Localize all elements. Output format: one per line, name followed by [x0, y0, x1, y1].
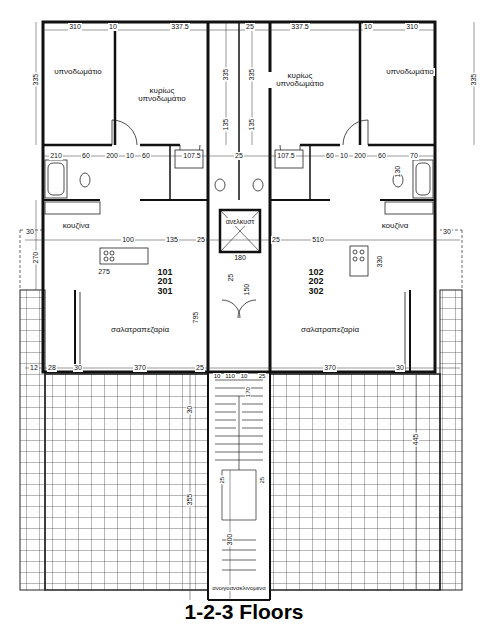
dimension-label: 10: [363, 23, 373, 30]
dimension-label: 30: [186, 405, 193, 415]
dimension-label: 30: [395, 364, 405, 371]
dimension-label: 337.5: [290, 23, 310, 30]
dimension-label: 25: [195, 364, 205, 371]
dimension-label: 100: [121, 236, 135, 243]
dimension-label: 28: [47, 364, 57, 371]
room-name: σαλατραπεζαρία: [110, 326, 170, 334]
dimension-label: 25: [234, 152, 244, 159]
dimension-label: 30: [25, 228, 35, 235]
terrace: [20, 230, 462, 590]
room-name: υπνοδωμάτιο: [385, 68, 435, 76]
dimension-label: 135: [165, 236, 179, 243]
dimension-label: 355: [186, 493, 193, 507]
dimension-label: 335: [248, 68, 255, 82]
dimension-label: 10: [125, 152, 135, 159]
caption: 1-2-3 Floors: [184, 600, 303, 624]
dimension-label: 180: [233, 254, 247, 261]
dimension-label: 10: [339, 152, 349, 159]
dimension-label: 12: [29, 364, 39, 371]
dimension-label: 370: [323, 364, 337, 371]
dimension-label: 25: [227, 273, 234, 283]
dimension-label: 70: [409, 152, 419, 159]
room-name: κυρίως υπνοδωμάτιο: [268, 72, 332, 89]
dimension-label: 370: [133, 364, 147, 371]
dimension-label: 270: [32, 251, 39, 265]
dimension-label: 310: [68, 23, 82, 30]
dimension-label: 107.5: [276, 152, 296, 159]
room-name: σαλατραπεζαρία: [300, 326, 360, 334]
stairs: [215, 380, 263, 570]
dimension-label: 60: [377, 152, 387, 159]
dimension-label: 30: [442, 228, 452, 235]
dimension-label: 510: [311, 236, 325, 243]
dimension-label: 275: [97, 268, 111, 275]
dimension-label: 335: [32, 73, 39, 87]
dimension-label: ανελκυστ: [225, 218, 256, 225]
dimension-label: 130: [394, 165, 401, 179]
dimension-label: 60: [325, 152, 335, 159]
dimension-label: 25: [271, 236, 281, 243]
dimension-label: 25: [219, 476, 225, 485]
dimension-label: 445: [412, 433, 419, 447]
dimension-label: 795: [192, 311, 199, 325]
fixtures: [45, 150, 433, 276]
dimension-label: 200: [353, 152, 367, 159]
dimension-label: 25: [245, 23, 255, 30]
unit-number: 102 202 302: [305, 268, 327, 296]
dimension-label: 335: [222, 68, 229, 82]
dimension-label: 25: [259, 476, 265, 485]
dimension-label: 135: [248, 118, 255, 132]
dimension-lines: [25, 22, 474, 600]
dimension-label: 150: [243, 283, 250, 297]
dimension-label: 60: [141, 152, 151, 159]
dimension-label: 25: [258, 373, 267, 379]
dimension-label: 10: [240, 373, 249, 379]
dimension-label: 60: [81, 152, 91, 159]
dimension-label: 300: [226, 533, 233, 547]
unit-number: 101 201 301: [154, 268, 176, 296]
walls: [43, 22, 435, 600]
dimension-label: 25: [196, 236, 206, 243]
dimension-label: ανοιγοανακλινομενα: [211, 585, 267, 591]
dimension-label: 135: [222, 118, 229, 132]
dimension-label: 337.5: [170, 23, 190, 30]
dimension-label: 10: [213, 373, 222, 379]
room-name: κουζίνα: [62, 222, 91, 230]
dimension-label: 200: [105, 152, 119, 159]
dimension-label: 110: [224, 373, 236, 379]
dimension-label: 10: [108, 23, 118, 30]
door-swings: [112, 120, 368, 318]
dimension-label: 107.5: [182, 152, 202, 159]
dimension-label: 210: [49, 152, 63, 159]
room-name: κουζίνα: [381, 222, 410, 230]
room-name: υπνοδωμάτιο: [53, 68, 103, 76]
dimension-label: 330: [376, 255, 383, 269]
dimension-label: 30: [73, 364, 83, 371]
room-name: κυρίως υπνοδωμάτιο: [130, 87, 194, 104]
dimension-label: 170: [245, 386, 251, 398]
dimension-label: 335: [470, 73, 477, 87]
dimension-label: 310: [405, 23, 419, 30]
